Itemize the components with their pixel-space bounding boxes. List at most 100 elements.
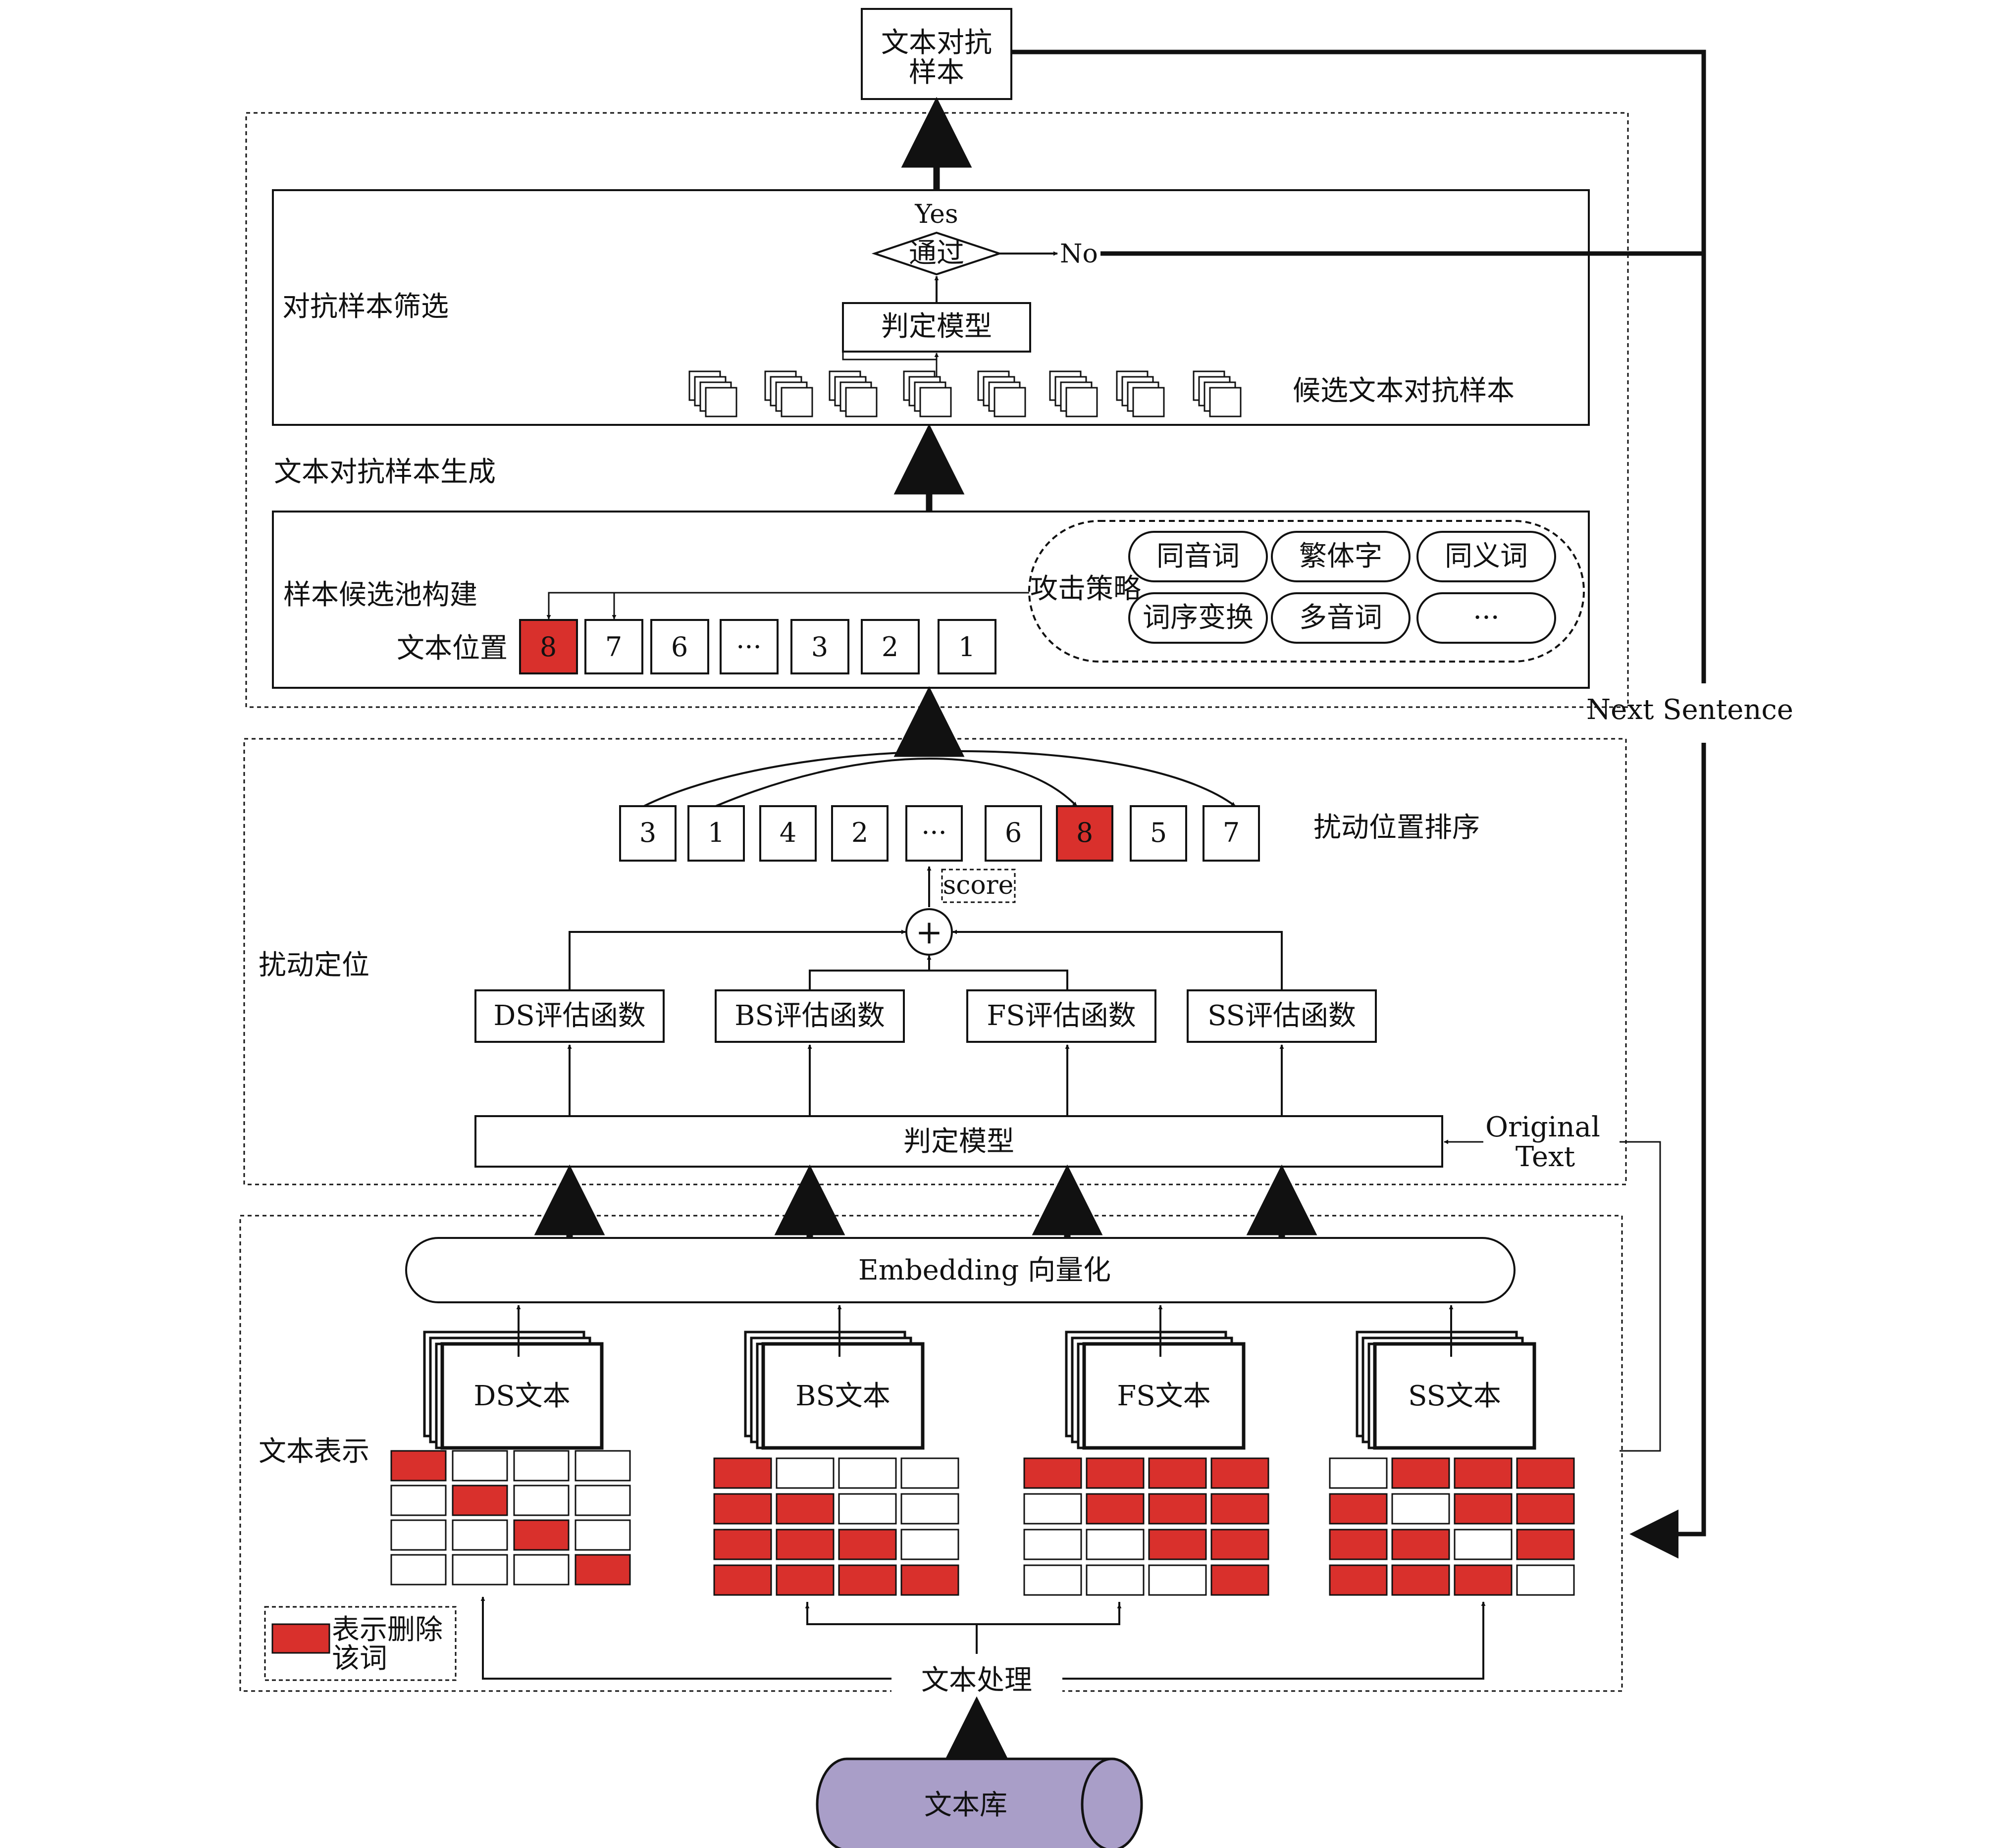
strategy-pill-label: 多音词: [1299, 602, 1382, 634]
deleted-word-cell: [1023, 1457, 1082, 1489]
word-cell: [1023, 1493, 1082, 1525]
deleted-word-cell: [390, 1450, 447, 1482]
text-document-stack: SS文本: [1356, 1305, 1536, 1450]
word-cell: [838, 1457, 897, 1489]
deleted-word-cell: [713, 1564, 772, 1596]
ss-to-sum-line: [952, 929, 1283, 990]
word-cell: [1148, 1564, 1207, 1596]
reorder-arc-outer: [643, 750, 1236, 807]
deleted-word-cell: [1210, 1564, 1269, 1596]
word-cell: [1391, 1493, 1450, 1525]
strategy-pill-label: 词序变换: [1143, 602, 1254, 634]
rank-label: 扰动位置排序: [1313, 812, 1480, 844]
strategy-pill: 同义词: [1416, 531, 1556, 582]
position-cell: 7: [584, 619, 643, 674]
yes-label: Yes: [914, 200, 958, 229]
deleted-word-cell: [1329, 1564, 1388, 1596]
output-label-line1: 文本对抗: [881, 27, 992, 59]
pool-label: 样本候选池构建: [283, 579, 477, 611]
deleted-word-cell: [1086, 1493, 1145, 1525]
deleted-word-cell: [1516, 1493, 1575, 1525]
ds-to-sum-line: [569, 929, 906, 990]
position-cell: ···: [720, 619, 779, 674]
rank-cell: 8: [1056, 805, 1113, 862]
rank-cell: 6: [985, 805, 1042, 862]
eval-function-label: BS评估函数: [734, 1000, 885, 1032]
word-cell: [452, 1554, 508, 1586]
position-cell-label: ···: [736, 631, 762, 663]
deleted-word-cell: [575, 1554, 631, 1586]
position-cell: 6: [650, 619, 709, 674]
eval-function-box: SS评估函数: [1187, 989, 1377, 1043]
deleted-word-cell: [776, 1529, 835, 1560]
position-cell-label: 7: [605, 631, 622, 663]
corpus-cylinder: 文本库: [816, 1757, 1143, 1848]
candidates-to-judge-connector: [842, 352, 937, 360]
strategy-pill: 繁体字: [1271, 531, 1411, 582]
word-cell: [1023, 1564, 1082, 1596]
no-label: No: [1060, 239, 1098, 269]
next-sentence-line-upper: [1011, 50, 1706, 683]
deleted-word-cell: [1148, 1457, 1207, 1489]
strategy-pill: 多音词: [1271, 592, 1411, 644]
strategy-pill-label: ···: [1473, 602, 1499, 634]
position-cell: 2: [861, 619, 920, 674]
position-cell: 8: [519, 619, 578, 674]
word-cell: [390, 1485, 447, 1516]
output-label-line2: 样本: [909, 56, 964, 89]
candidate-sample-stack: [764, 370, 813, 417]
deleted-word-cell: [713, 1457, 772, 1489]
text-document-label: BS文本: [795, 1380, 890, 1412]
word-cell: [1086, 1529, 1145, 1560]
position-cell-label: 8: [540, 631, 557, 663]
eval-arrows: [567, 1044, 1284, 1116]
eval-function-label: FS评估函数: [987, 1000, 1136, 1032]
embedding-label: Embedding 向量化: [858, 1254, 1111, 1286]
text-document-stack: DS文本: [423, 1305, 604, 1450]
reorder-arc-inner: [715, 758, 1078, 807]
position-label: 文本位置: [397, 632, 508, 665]
eval-function-label: SS评估函数: [1207, 1000, 1356, 1032]
next-sentence-line-lower: [1629, 743, 1706, 1559]
deleted-word-cell: [452, 1485, 508, 1516]
deleted-word-cell: [1210, 1493, 1269, 1525]
text-document-label: DS文本: [473, 1380, 570, 1412]
deleted-word-cell: [1329, 1493, 1388, 1525]
position-cell-label: 6: [671, 631, 688, 663]
word-cell: [513, 1450, 570, 1482]
rank-cell: 1: [687, 805, 745, 862]
deleted-word-cell: [1148, 1529, 1207, 1560]
candidates-label: 候选文本对抗样本: [1293, 375, 1515, 407]
word-cell: [390, 1554, 447, 1586]
deleted-word-cell: [1210, 1457, 1269, 1489]
rank-cell: 5: [1130, 805, 1187, 862]
word-cell: [513, 1485, 570, 1516]
rank-cell: ···: [905, 805, 963, 862]
position-cell-label: 3: [811, 631, 828, 663]
text-document-label: SS文本: [1408, 1380, 1501, 1412]
deleted-word-cell: [1391, 1564, 1450, 1596]
localization-judge-label: 判定模型: [903, 1126, 1014, 1158]
word-cell: [390, 1519, 447, 1551]
strategy-pill: 同音词: [1128, 531, 1268, 582]
processing-to-ss: [1062, 1601, 1486, 1680]
original-text-line2: Text: [1516, 1141, 1575, 1173]
filter-judge-box: [842, 302, 1031, 353]
generation-section-label: 文本对抗样本生成: [274, 456, 496, 488]
word-cell: [575, 1519, 631, 1551]
deletion-grid: [713, 1457, 959, 1596]
deleted-word-cell: [838, 1564, 897, 1596]
strategy-pill: ···: [1416, 592, 1556, 644]
original-text-feed-line: [1620, 1141, 1661, 1452]
rank-cell-label: 4: [780, 817, 796, 848]
embedding-layer: [405, 1237, 1516, 1303]
word-cell: [1023, 1529, 1082, 1560]
strategy-pill-label: 繁体字: [1299, 540, 1382, 572]
rank-cell: 2: [831, 805, 889, 862]
strategy-pill-label: 同义词: [1445, 540, 1528, 572]
deletion-grid: [1329, 1457, 1575, 1596]
word-cell: [900, 1529, 959, 1560]
